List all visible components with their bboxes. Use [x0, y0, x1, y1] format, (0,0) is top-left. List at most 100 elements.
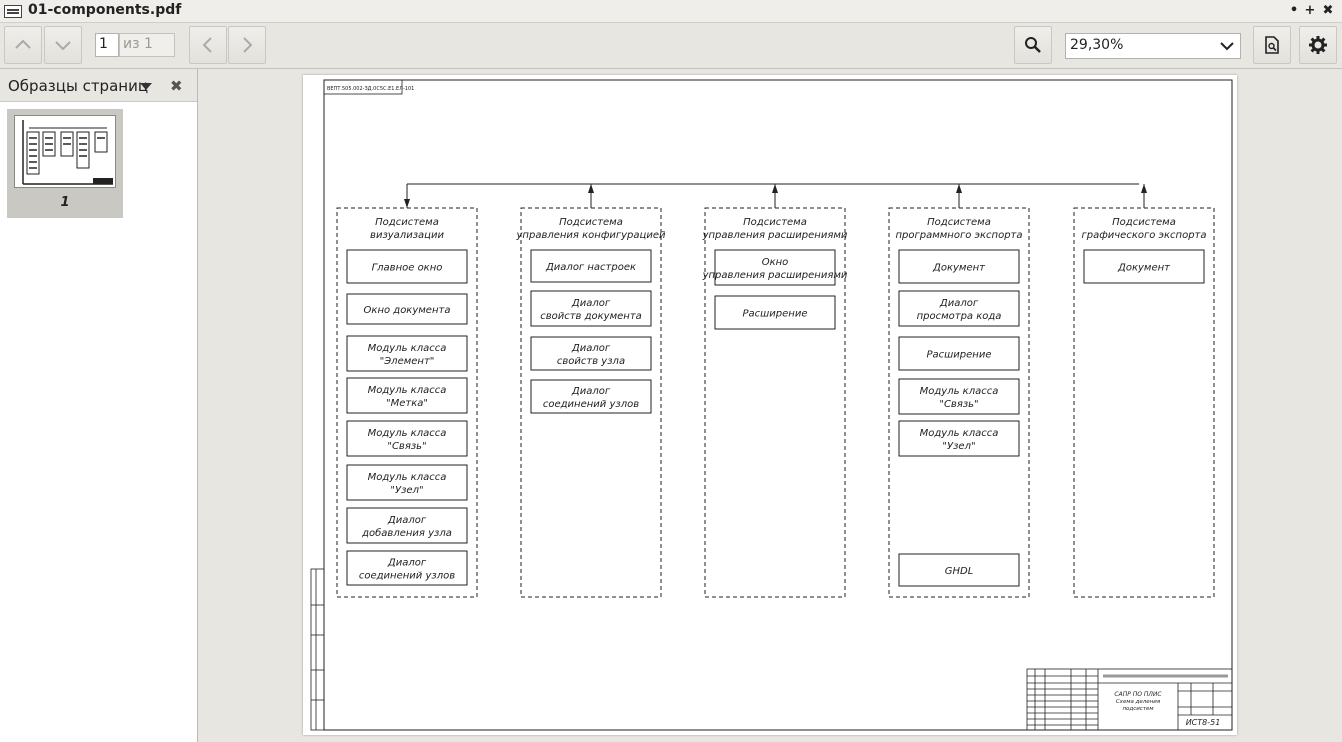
zoom-select[interactable]: 29,30%	[1065, 33, 1241, 59]
subsystem-title: Подсистема	[743, 217, 807, 228]
title-block-group: ИСТ8-51	[1186, 718, 1221, 727]
title-block-doc-name-2: подсистем	[1122, 706, 1153, 712]
arrow-up-icon	[1141, 184, 1147, 193]
component-label: "Метка"	[386, 398, 428, 409]
component-label: Расширение	[927, 350, 992, 361]
component-box	[898, 290, 1020, 327]
component-box	[346, 507, 468, 544]
subsystem-title: управления конфигурацией	[516, 230, 666, 241]
component-box	[898, 378, 1020, 415]
component-box	[346, 464, 468, 501]
component-label: свойств узла	[557, 356, 625, 367]
previous-page-button[interactable]	[4, 26, 42, 64]
component-box	[1083, 249, 1205, 284]
subsystem-title: Подсистема	[927, 217, 991, 228]
sidebar-header: Образцы страниц ✖	[0, 69, 197, 102]
component-label: Модуль класса	[368, 472, 447, 483]
page-count-label: из 1	[119, 33, 175, 57]
component-box	[346, 377, 468, 414]
component-label: Документ	[932, 263, 986, 274]
chevron-down-icon	[1220, 42, 1234, 51]
gear-icon	[1309, 36, 1327, 54]
document-properties-button[interactable]	[1253, 26, 1291, 64]
title-block-org: САПР ПО ПЛИС	[1114, 691, 1162, 698]
minimize-button[interactable]: •	[1289, 3, 1299, 18]
component-box	[346, 335, 468, 372]
component-label: Окно документа	[364, 305, 451, 316]
left-margin-strip	[310, 568, 325, 731]
caret-down-icon[interactable]	[140, 83, 152, 91]
component-label: Диалог	[387, 515, 427, 526]
component-label: управления расширениями	[702, 270, 848, 281]
search-button[interactable]	[1014, 26, 1052, 64]
component-label: GHDL	[945, 566, 974, 577]
pdf-page: ВЕПТ.505.002-ЗД.0С5С.Е1.ЕЛ-101 Подсистем…	[303, 75, 1237, 735]
chevron-right-icon	[243, 37, 253, 53]
thumbnail-page-number: 1	[60, 195, 70, 210]
title-block	[1026, 668, 1233, 731]
component-label: "Связь"	[939, 399, 978, 410]
component-box	[346, 293, 468, 325]
maximize-button[interactable]: +	[1304, 3, 1316, 18]
subsystem-title: графического экспорта	[1081, 230, 1206, 241]
document-search-icon	[1265, 36, 1279, 54]
component-label: "Узел"	[390, 485, 423, 496]
subsystem-title: программного экспорта	[895, 230, 1022, 241]
app-icon	[4, 5, 22, 18]
subsystem-border	[888, 207, 1030, 598]
connectors	[404, 184, 1147, 208]
component-label: Модуль класса	[368, 343, 447, 354]
component-label: Диалог	[939, 298, 979, 309]
chevron-down-icon	[55, 41, 71, 51]
component-label: "Узел"	[942, 441, 975, 452]
history-forward-button[interactable]	[228, 26, 266, 64]
arrow-up-icon	[588, 184, 594, 193]
component-box	[346, 420, 468, 457]
page-thumbnail[interactable]: 1	[7, 109, 123, 218]
component-box	[346, 550, 468, 586]
subsystem-border	[704, 207, 846, 598]
sidebar: Образцы страниц ✖ 1	[0, 69, 198, 742]
component-label: соединений узлов	[359, 571, 455, 582]
subsystem-title: управления расширениями	[702, 230, 848, 241]
component-box	[714, 295, 836, 330]
subsystem-title: Подсистема	[559, 217, 623, 228]
component-box	[530, 249, 652, 283]
sidebar-mode-selector[interactable]: Образцы страниц	[8, 77, 149, 95]
component-box	[346, 249, 468, 284]
drawing-canvas: ВЕПТ.505.002-ЗД.0С5С.Е1.ЕЛ-101 Подсистем…	[310, 79, 1233, 731]
arrow-down-icon	[404, 199, 410, 208]
arrow-up-icon	[956, 184, 962, 193]
subsystem-border	[336, 207, 478, 598]
subsystem-border	[520, 207, 662, 598]
component-label: Расширение	[743, 309, 808, 320]
component-label: соединений узлов	[543, 399, 639, 410]
subsystem-column: Подсистема программного экспортаДокументД…	[888, 207, 1030, 598]
component-label: Модуль класса	[368, 385, 447, 396]
close-sidebar-icon[interactable]: ✖	[170, 77, 183, 95]
next-page-button[interactable]	[44, 26, 82, 64]
close-button[interactable]: ✖	[1322, 3, 1334, 18]
settings-button[interactable]	[1299, 26, 1337, 64]
component-label: Документ	[1117, 263, 1171, 274]
component-label: Модуль класса	[920, 428, 999, 439]
component-label: Окно	[762, 257, 789, 268]
component-box	[898, 553, 1020, 587]
title-block-doc-name-1: Схема деления	[1116, 699, 1161, 705]
document-viewer[interactable]: ВЕПТ.505.002-ЗД.0С5С.Е1.ЕЛ-101 Подсистем…	[199, 69, 1342, 742]
component-label: Главное окно	[372, 263, 443, 274]
component-box	[898, 420, 1020, 457]
drawing-frame	[323, 79, 1233, 731]
component-label: "Связь"	[387, 441, 426, 452]
history-back-button[interactable]	[189, 26, 227, 64]
component-label: добавления узла	[361, 527, 452, 539]
component-box	[530, 336, 652, 371]
page-number-input[interactable]: 1	[95, 33, 119, 57]
component-box	[898, 336, 1020, 371]
top-stamp-box	[323, 79, 403, 95]
arrow-up-icon	[772, 184, 778, 193]
